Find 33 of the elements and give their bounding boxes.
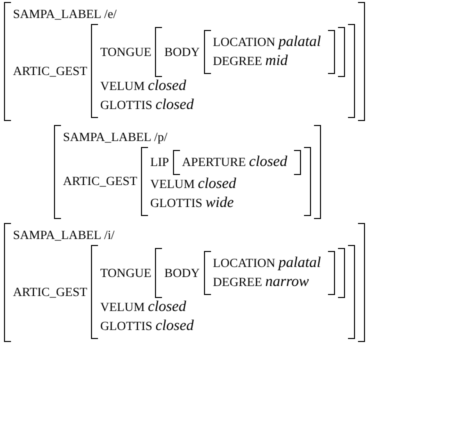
attribute-value-matrix: [4, 2, 365, 121]
feature-label: ARTIC_GEST: [63, 174, 138, 189]
feature-label: DEGREE narrow: [212, 274, 309, 291]
feature-label: GLOTTIS closed: [100, 97, 194, 114]
feature-label: VELUM closed: [100, 78, 186, 95]
feature-label: GLOTTIS closed: [100, 318, 194, 335]
attribute-value-matrix: [54, 125, 322, 219]
attribute-value-matrix: [91, 24, 355, 118]
feature-label: VELUM closed: [150, 176, 236, 193]
feature-label: LOCATION palatal: [212, 255, 321, 272]
feature-label: TONGUE: [100, 44, 152, 60]
feature-label: ARTIC_GEST: [13, 64, 88, 78]
feature-label: APERTURE closed: [182, 154, 288, 171]
attribute-value-matrix: [91, 245, 355, 339]
feature-label: TONGUE: [100, 266, 152, 280]
attribute-value-matrix: [155, 248, 345, 298]
feature-label: BODY: [164, 44, 200, 60]
attribute-value-matrix: [204, 30, 335, 74]
feature-label: ARTIC_GEST: [13, 284, 88, 300]
feature-label: DEGREE mid: [212, 53, 288, 70]
feature-label: SAMPA_LABEL /i/: [13, 228, 115, 243]
feature-label: SAMPA_LABEL /e/: [13, 7, 117, 22]
feature-label: GLOTTIS wide: [150, 195, 234, 212]
feature-label: BODY: [164, 266, 200, 280]
attribute-value-matrix: [155, 27, 345, 77]
feature-label: SAMPA_LABEL /p/: [63, 130, 168, 145]
attribute-value-matrix: [141, 147, 312, 216]
attribute-value-matrix: [4, 223, 365, 342]
attribute-value-matrix: [204, 251, 335, 295]
feature-label: LIP: [150, 155, 169, 170]
feature-label: VELUM closed: [100, 299, 186, 316]
feature-label: LOCATION palatal: [212, 34, 321, 51]
attribute-value-matrix: [173, 150, 302, 175]
